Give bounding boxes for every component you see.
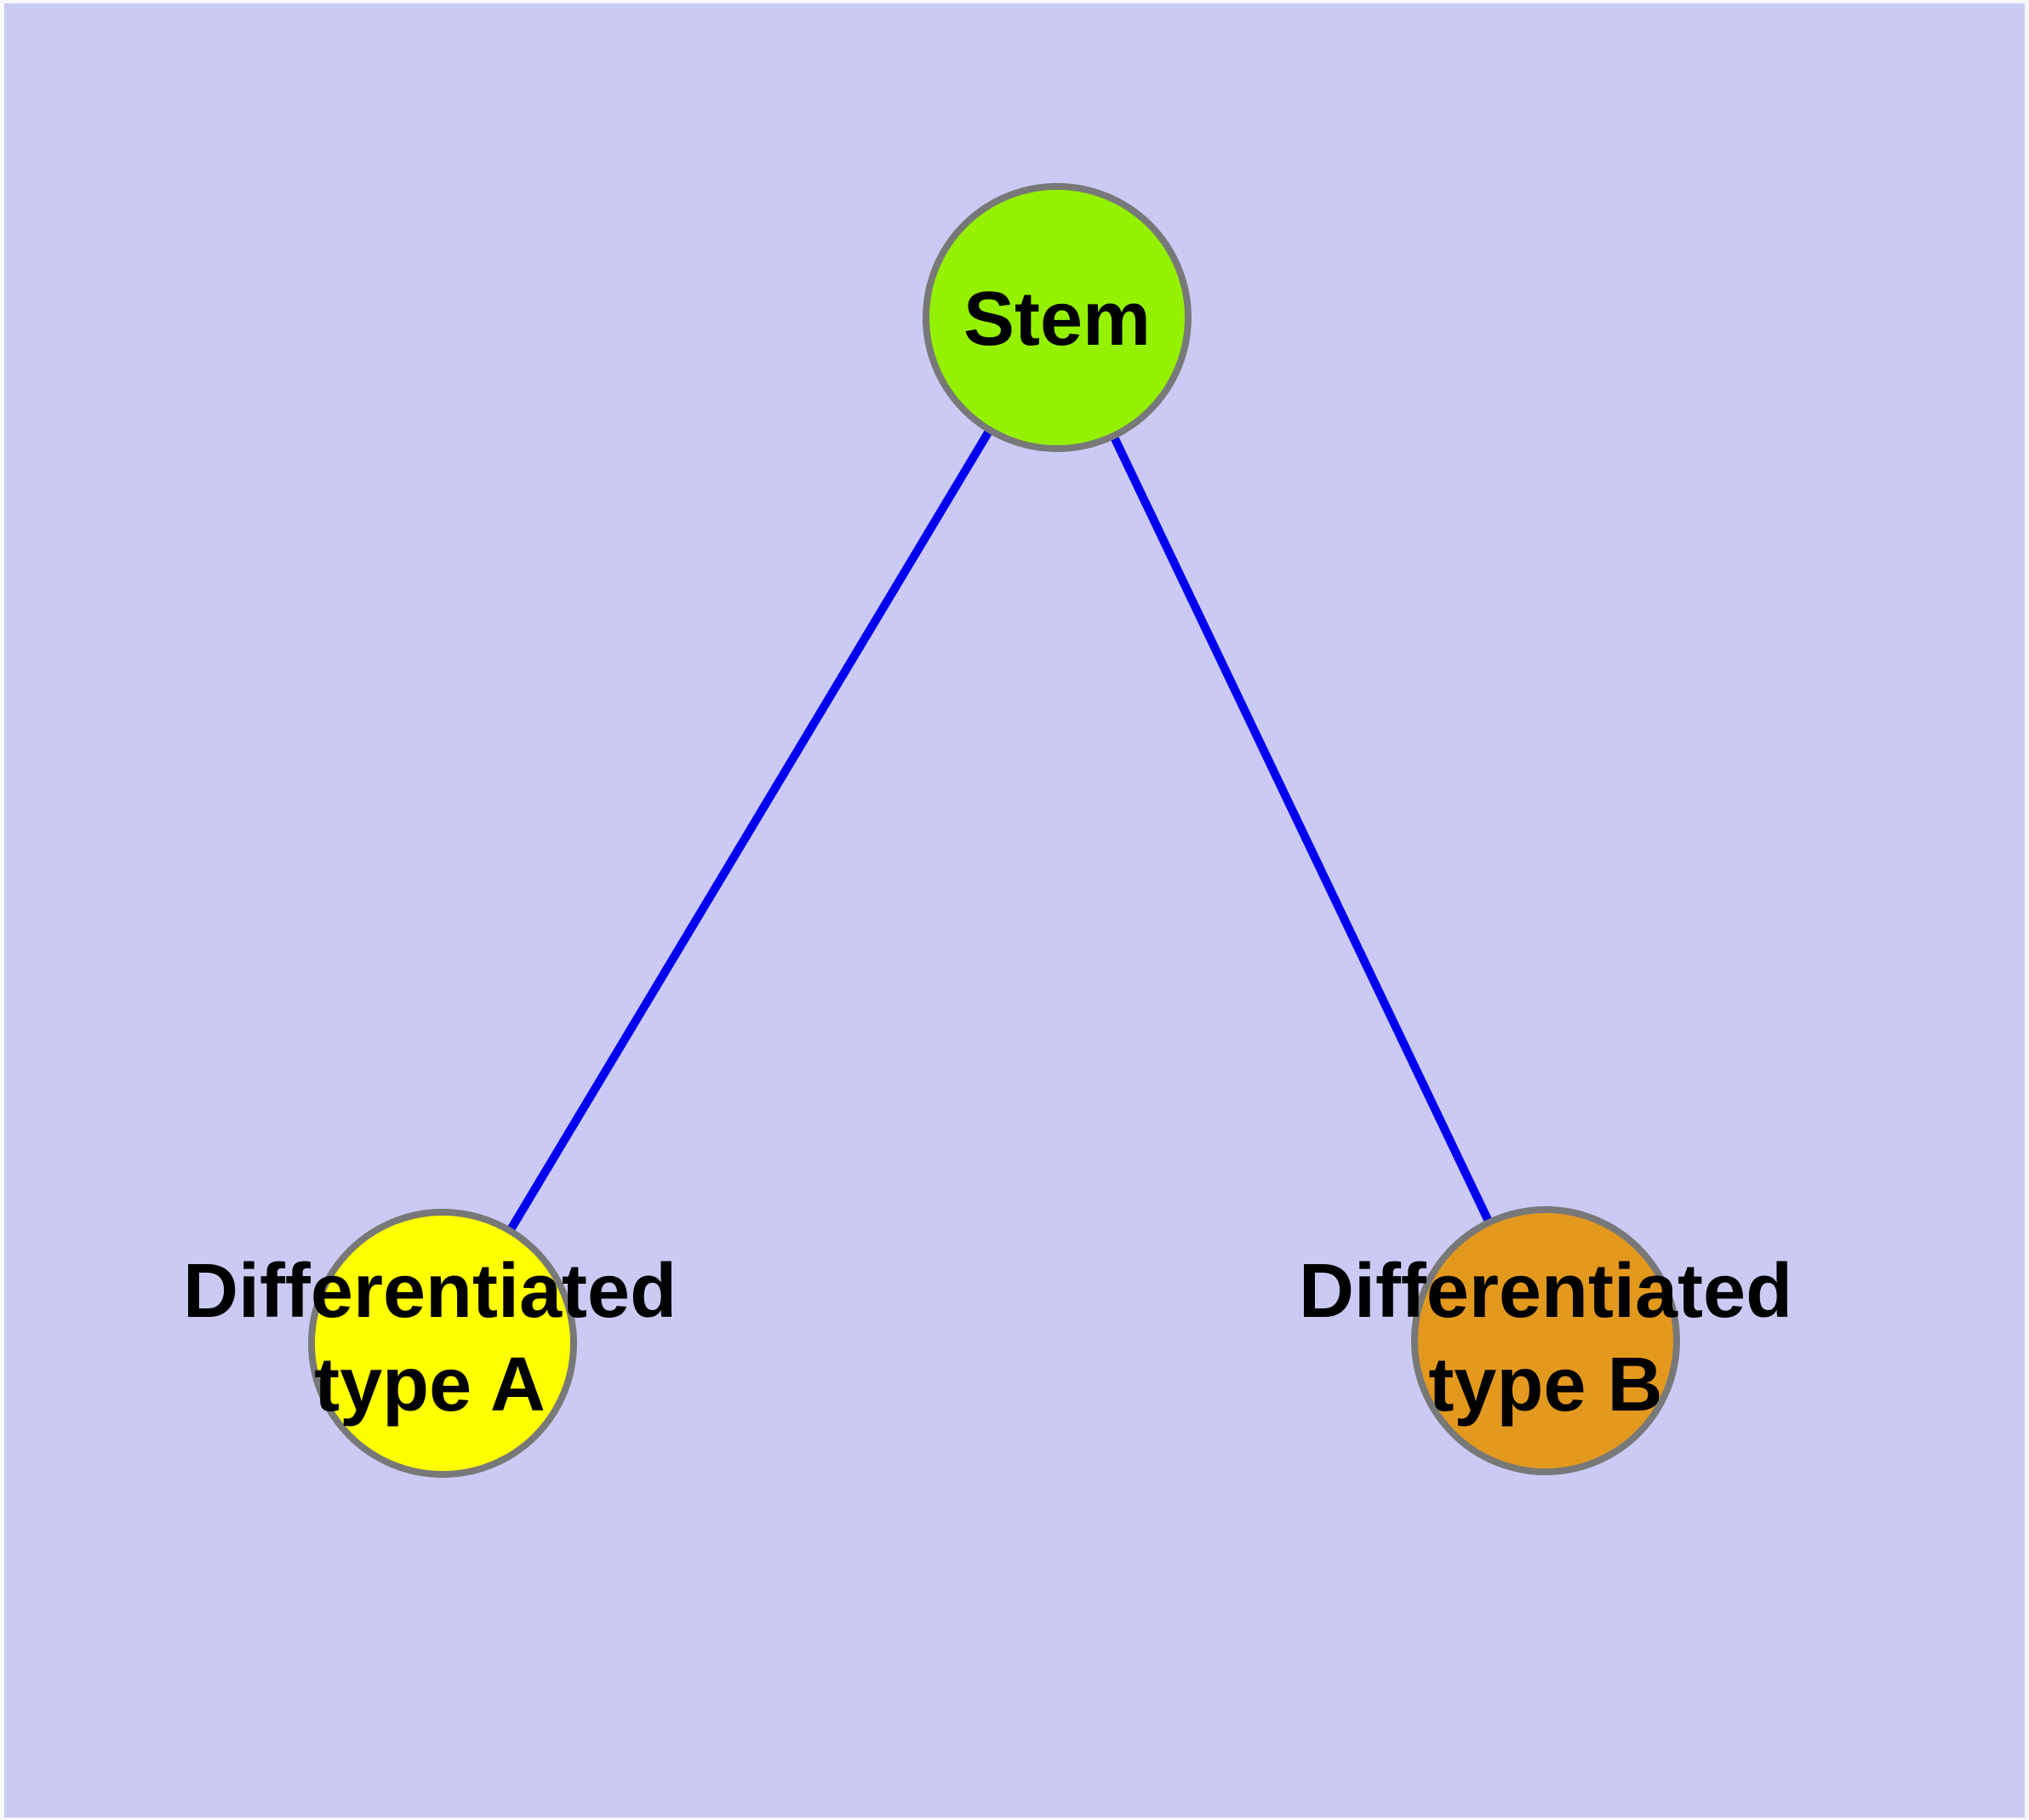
node-type-a-label: Differentiated type A: [183, 1245, 677, 1432]
node-type-b-circle: [1411, 1206, 1680, 1475]
node-type-a-circle: [308, 1209, 577, 1478]
node-type-b-label-line2: type B: [1428, 1342, 1663, 1428]
node-type-b-label-line1: Differentiated: [1298, 1249, 1793, 1334]
node-stem-circle: [923, 183, 1192, 452]
node-type-b-label: Differentiated type B: [1299, 1245, 1792, 1432]
edge-stem-to-type-b: [1053, 315, 1550, 1343]
edge-stem-to-type-a: [438, 315, 1061, 1346]
node-type-a-label-line2: type A: [314, 1342, 546, 1428]
node-stem-label-text: Stem: [963, 277, 1152, 362]
node-type-a-label-line1: Differentiated: [182, 1249, 677, 1334]
node-stem-label: Stem: [963, 272, 1151, 366]
